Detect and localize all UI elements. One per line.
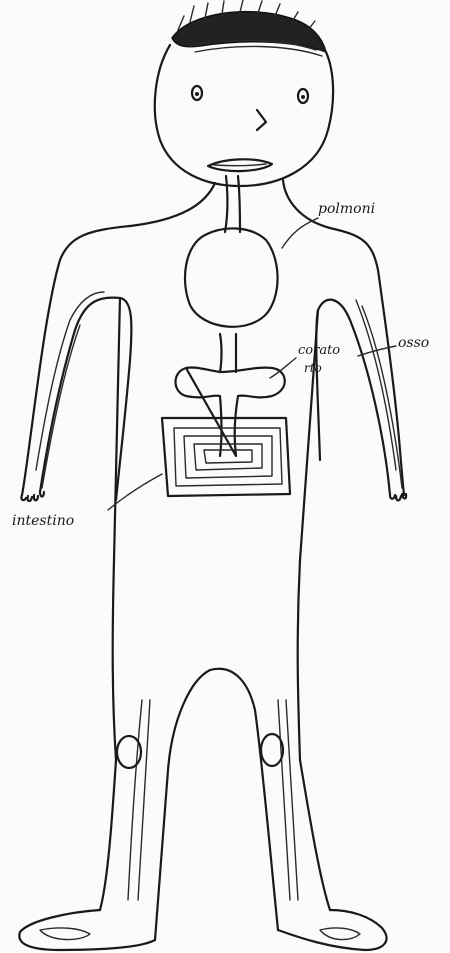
label-intestine: intestino [12, 514, 74, 528]
mouth [208, 159, 272, 171]
esophagus [225, 176, 240, 232]
label-bone: osso [398, 336, 429, 350]
label-heart-line1: corato [298, 344, 340, 357]
head-outline [155, 45, 333, 186]
nose [257, 110, 266, 130]
eyes [192, 86, 308, 103]
lung [185, 228, 278, 326]
hair [172, 0, 326, 56]
heart-organ [176, 367, 285, 456]
body-outline [19, 180, 406, 950]
label-lungs: polmoni [318, 202, 375, 216]
trachea-tube [220, 334, 236, 372]
label-heart-line2: rto [304, 362, 322, 374]
intestine-organ [162, 418, 290, 496]
